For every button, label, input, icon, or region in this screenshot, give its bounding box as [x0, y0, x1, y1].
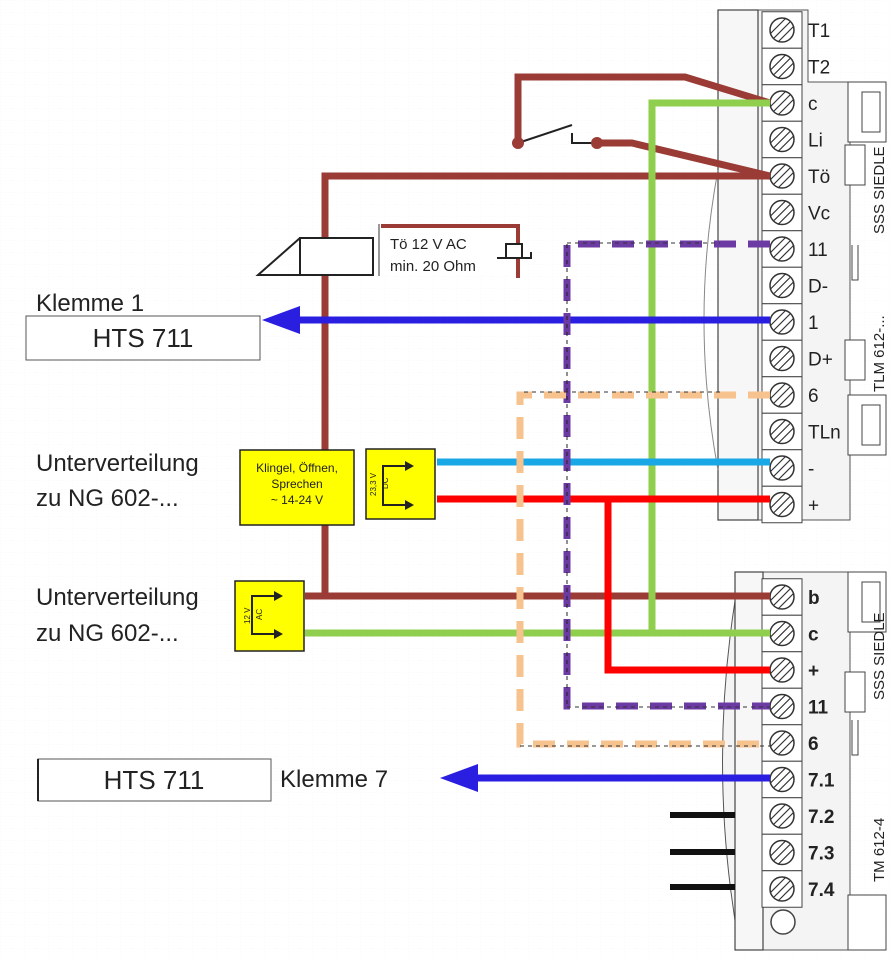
terminal-6[interactable]: 6	[761, 724, 819, 762]
dc-label-1: 23,3 V	[369, 472, 378, 496]
wire-brown-to-toe	[597, 139, 771, 180]
terminal-7.3[interactable]: 7.3	[761, 833, 834, 872]
door-opener-symbol: Tö 12 V AC min. 20 Ohm	[255, 224, 532, 278]
terminal-label: TLn	[808, 423, 841, 444]
door-opener-label-1: Tö 12 V AC	[390, 236, 467, 253]
terminal-label: Tö	[808, 167, 830, 188]
terminal-label: +	[808, 661, 819, 682]
terminal-7.4[interactable]: 7.4	[761, 870, 835, 908]
terminal-label: 11	[808, 240, 828, 261]
supply-label-3: ~ 14-24 V	[271, 493, 323, 507]
terminal-D+[interactable]: D+	[761, 339, 833, 378]
terminal-TLn[interactable]: TLn	[761, 412, 841, 451]
terminal-label: 7.3	[808, 844, 834, 865]
terminal-label: T2	[808, 58, 830, 79]
door-opener-label-2: min. 20 Ohm	[390, 258, 476, 275]
unterverteilung1-line2: zu NG 602-...	[36, 485, 179, 512]
terminal-D-[interactable]: D-	[761, 266, 828, 305]
terminal-T1[interactable]: T1	[761, 11, 830, 49]
hts-top-label: HTS 711	[93, 323, 194, 353]
terminal-6[interactable]: 6	[761, 376, 819, 414]
terminal-label: 1	[808, 313, 819, 334]
terminal-label: b	[808, 588, 820, 609]
terminal-label: 6	[808, 734, 819, 755]
ac-label-1: 12 V	[243, 607, 252, 624]
terminal-label: c	[808, 625, 819, 646]
terminal-label: 11	[808, 698, 829, 719]
terminal-label: 7.1	[808, 771, 835, 792]
wire-brown-switch-loop	[514, 73, 772, 143]
terminal-label: 6	[808, 386, 819, 407]
klemme7-label: Klemme 7	[280, 766, 388, 793]
dc-label-2: DC	[381, 477, 390, 489]
bottom-module-brand: SSS SIEDLE	[871, 612, 888, 700]
terminal-7.2[interactable]: 7.2	[761, 797, 834, 835]
terminal-+[interactable]: +	[761, 485, 819, 524]
unterverteilung2-line2: zu NG 602-...	[36, 620, 179, 647]
terminal-label: Vc	[808, 204, 830, 225]
wire-green-top	[648, 99, 770, 634]
bottom-terminal-block: bc +11 6 7.1 7.2 7.3 7.4	[761, 578, 835, 908]
bottom-module-model: TM 612-4	[871, 818, 888, 882]
unterverteilung2-line1: Unterverteilung	[36, 584, 199, 611]
terminal-label: Li	[808, 131, 823, 152]
top-module-model: TLM 612-...	[871, 315, 888, 392]
terminal-label: 7.4	[808, 880, 835, 901]
hts-bottom-label: HTS 711	[104, 765, 205, 795]
top-module-brand: SSS SIEDLE	[871, 146, 888, 234]
terminal-11[interactable]: 11	[761, 230, 828, 268]
wires	[262, 73, 772, 890]
supply-box-12v-ac: 12 V AC	[234, 580, 305, 652]
supply-box-dc: 23,3 V DC	[365, 448, 436, 520]
terminal-Vc[interactable]: Vc	[761, 193, 830, 232]
unterverteilung1-line1: Unterverteilung	[36, 450, 199, 477]
wire-purple-dashed	[563, 240, 770, 710]
terminal-+[interactable]: +	[761, 651, 819, 689]
ac-label-2: AC	[255, 609, 264, 620]
supply-label-1: Klingel, Öffnen,	[256, 461, 338, 475]
klemme1-label: Klemme 1	[36, 290, 144, 317]
terminal-label: c	[808, 94, 818, 115]
terminal-T2[interactable]: T2	[761, 47, 830, 86]
terminal-1[interactable]: 1	[761, 303, 819, 341]
wire-brown-main	[321, 172, 770, 600]
supply-label-2: Sprechen	[271, 477, 322, 491]
terminal-label: D+	[808, 350, 833, 371]
terminal-label: +	[808, 496, 819, 517]
terminal-label: T1	[808, 21, 830, 42]
hts-top-box	[25, 315, 261, 361]
supply-box-ac: Klingel, Öffnen, Sprechen ~ 14-24 V	[239, 449, 355, 526]
terminal-11[interactable]: 11	[761, 687, 829, 726]
terminal-label: -	[808, 459, 814, 480]
terminal--[interactable]: -	[761, 449, 814, 487]
terminal-label: D-	[808, 277, 828, 298]
terminal-label: 7.2	[808, 807, 834, 828]
wire-orange-dashed	[516, 391, 770, 748]
